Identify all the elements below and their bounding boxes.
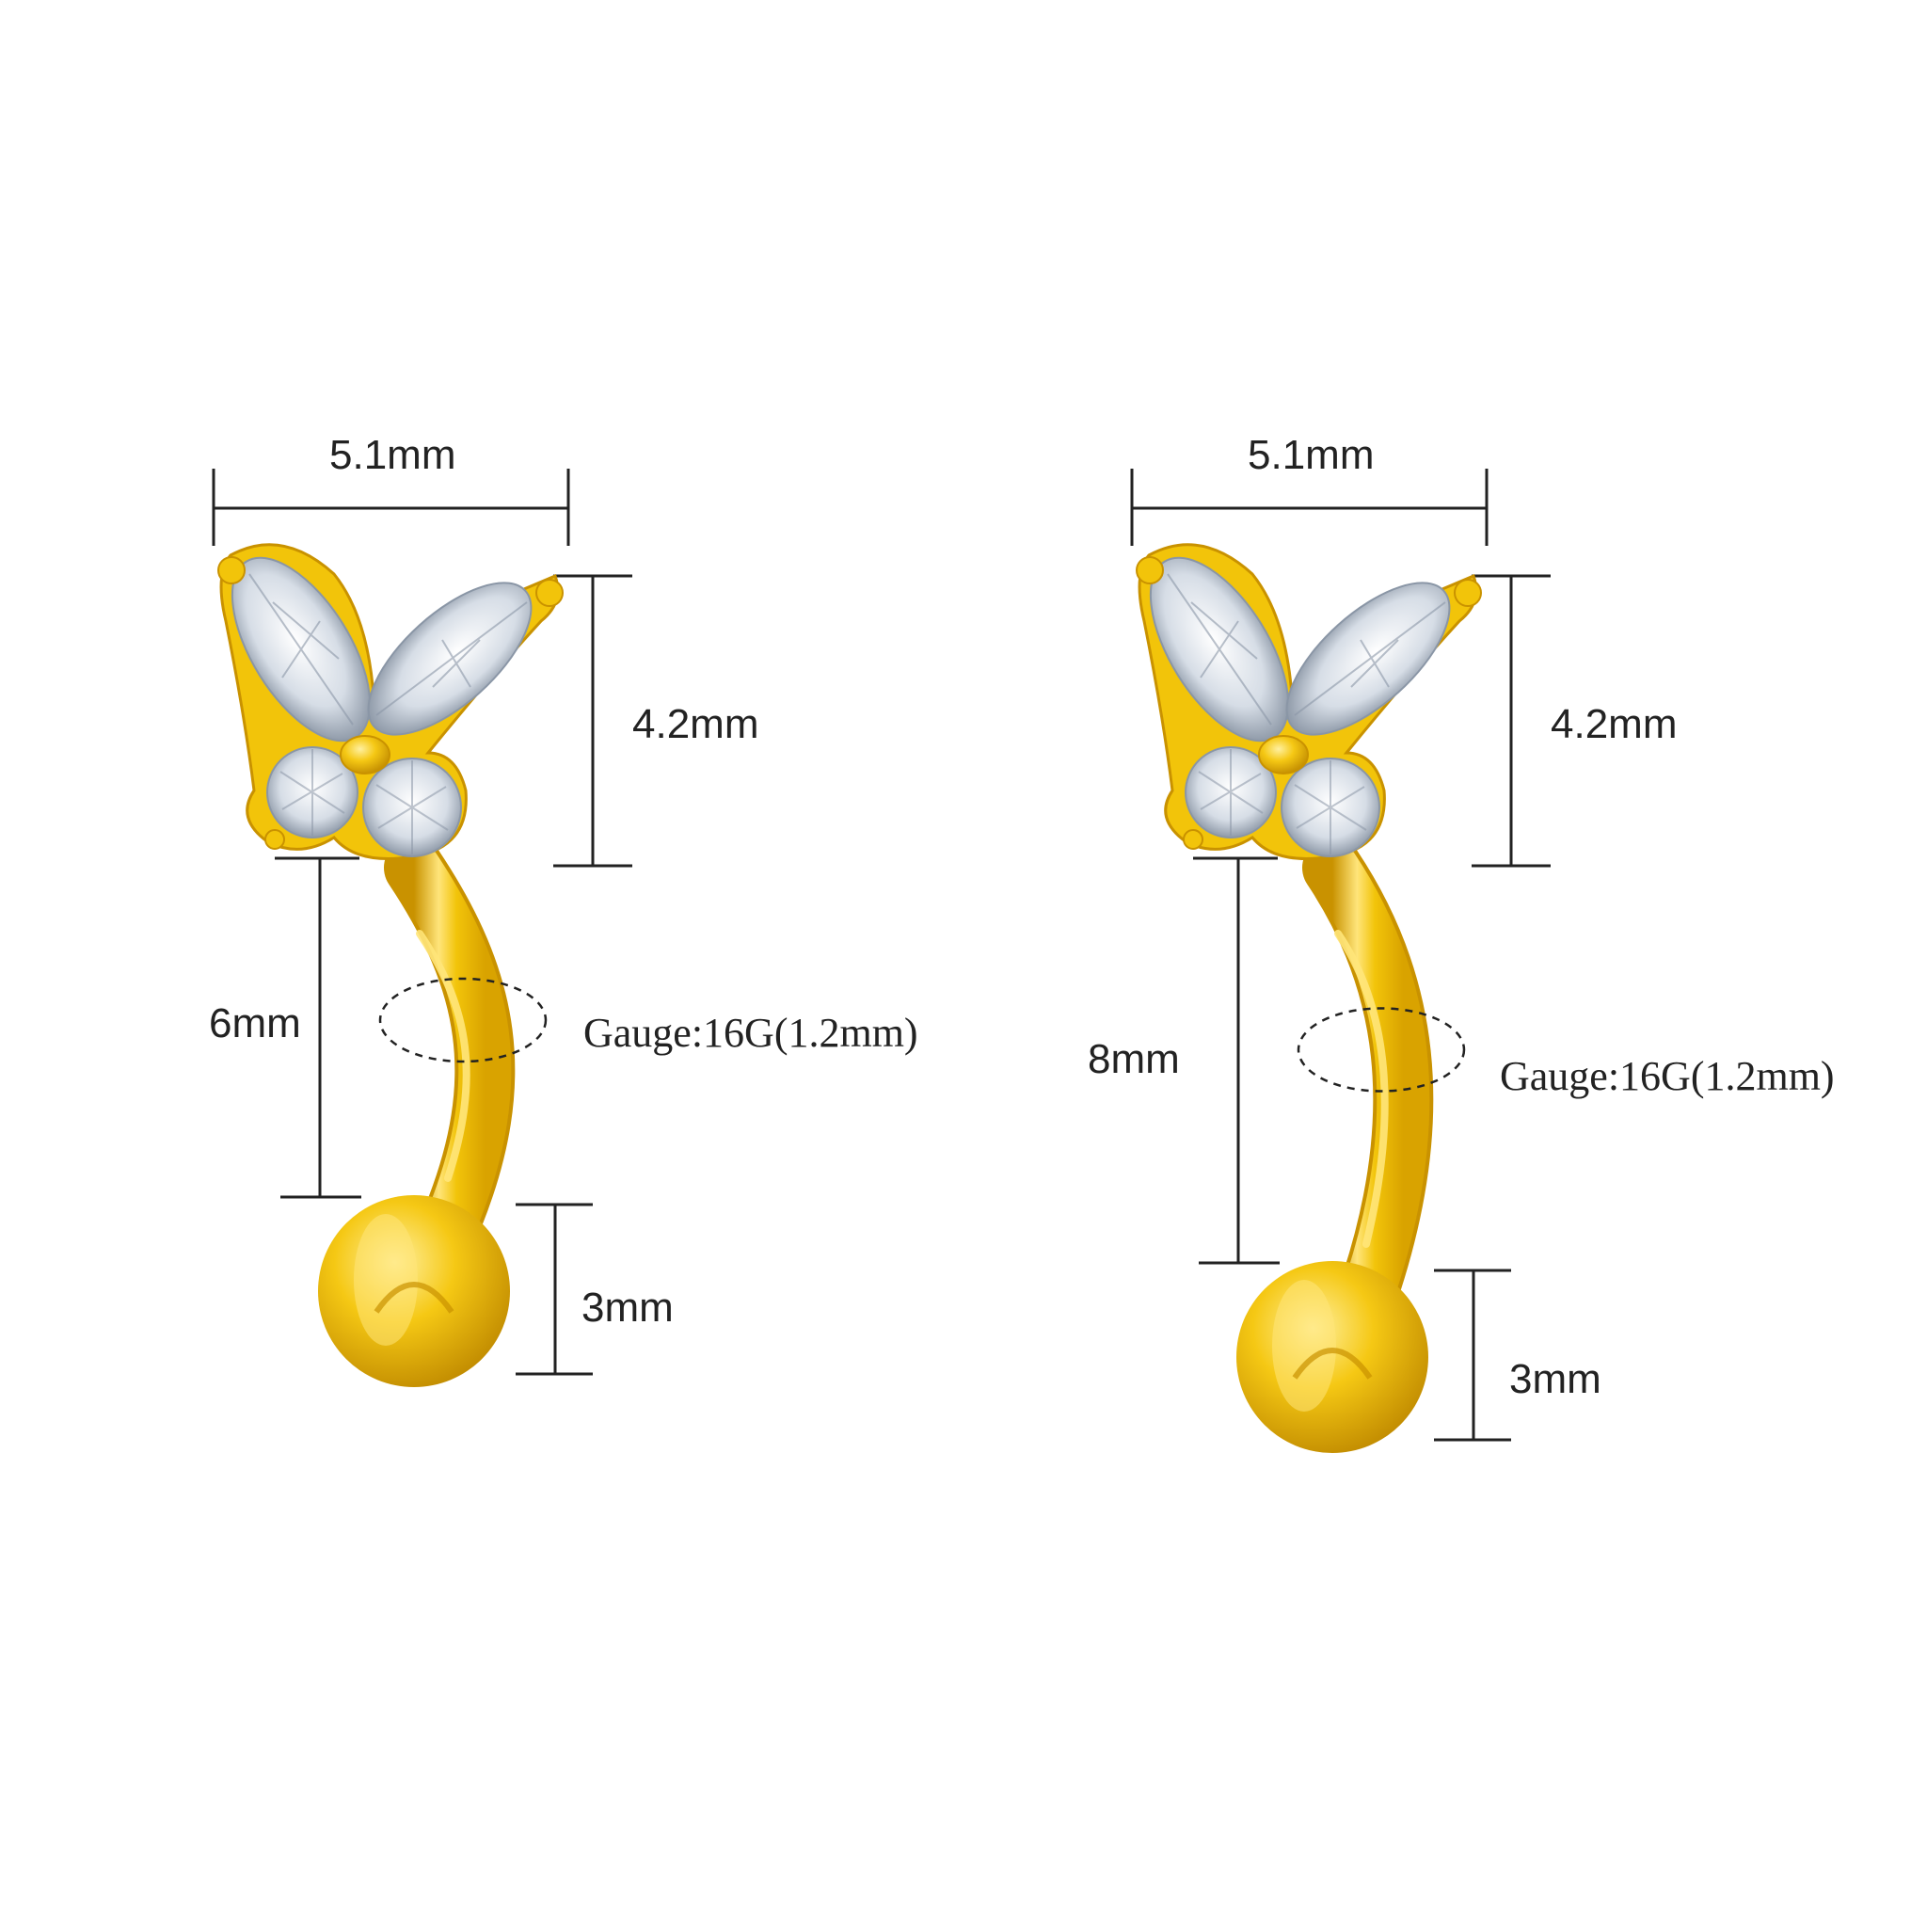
gem-facets xyxy=(375,760,449,854)
prong xyxy=(1454,579,1482,607)
prong xyxy=(217,556,246,584)
prong xyxy=(1183,829,1203,850)
gem-facets xyxy=(279,749,345,836)
bar-highlight xyxy=(416,930,470,1182)
gem-facets xyxy=(375,601,528,716)
width-label: 5.1mm xyxy=(1248,432,1375,478)
bar-length-label: 8mm xyxy=(1088,1036,1180,1082)
earring-short-bar xyxy=(212,469,632,1387)
ball-reflection xyxy=(374,1282,454,1314)
gem-facets xyxy=(248,573,354,726)
prong xyxy=(264,829,285,850)
marquise-gem-right xyxy=(367,582,533,736)
bar-highlight xyxy=(1334,930,1389,1248)
ball-size-label: 3mm xyxy=(1509,1356,1601,1402)
height-label: 4.2mm xyxy=(1551,701,1678,747)
gem-facets xyxy=(1294,760,1367,854)
butterfly-body-bead xyxy=(1258,735,1309,774)
gauge-ellipse xyxy=(1297,1007,1466,1093)
gem-facets xyxy=(1198,749,1264,836)
gauge-ellipse xyxy=(378,977,548,1063)
gauge-label: Gauge:16G(1.2mm) xyxy=(583,1010,918,1056)
butterfly-body-bead xyxy=(340,735,390,774)
earring-long-bar xyxy=(1130,469,1551,1453)
bar-length-label: 6mm xyxy=(209,1000,301,1046)
curved-bar xyxy=(388,841,512,1242)
ball-size-label: 3mm xyxy=(581,1285,674,1331)
ball-highlight xyxy=(1272,1280,1336,1412)
gem-facets xyxy=(1167,573,1272,726)
ball-highlight xyxy=(354,1214,418,1346)
height-label: 4.2mm xyxy=(632,701,759,747)
gauge-label: Gauge:16G(1.2mm) xyxy=(1500,1053,1835,1099)
marquise-gem-right xyxy=(1285,582,1451,736)
ball-reflection xyxy=(1292,1348,1373,1380)
prong xyxy=(1136,556,1164,584)
curved-bar xyxy=(1306,841,1430,1308)
width-label: 5.1mm xyxy=(329,432,456,478)
gem-facets xyxy=(1294,601,1446,716)
prong xyxy=(535,579,564,607)
